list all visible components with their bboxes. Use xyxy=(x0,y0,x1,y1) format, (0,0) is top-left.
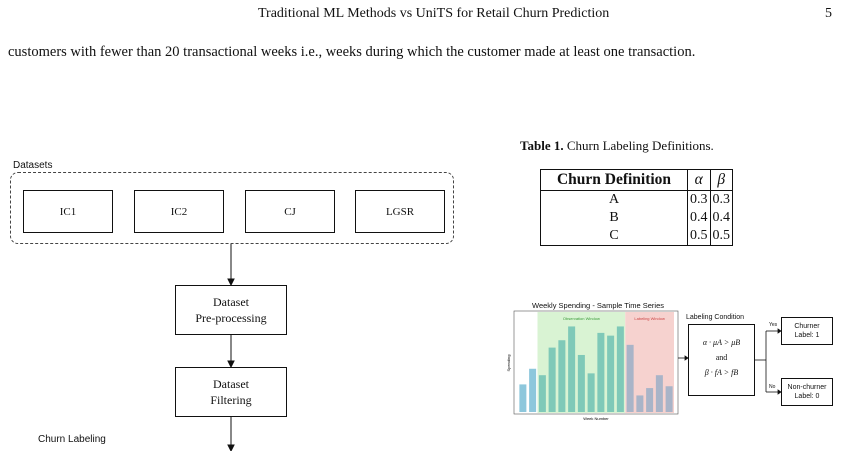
no-label: No xyxy=(769,384,776,390)
table-cell: 0.5 xyxy=(709,227,733,246)
spending-chart: Observation Window Labeling Window Spend… xyxy=(506,310,679,421)
bar-week-4 xyxy=(548,347,556,412)
bar-week-14 xyxy=(646,388,654,412)
table-cell: C xyxy=(540,227,688,246)
bar-week-5 xyxy=(558,340,566,412)
body-paragraph: customers with fewer than 20 transaction… xyxy=(8,44,696,60)
bar-week-1 xyxy=(519,384,527,412)
table-cell: 0.4 xyxy=(709,209,733,227)
bar-week-12 xyxy=(626,344,634,412)
table-header-beta: β xyxy=(709,169,733,191)
dataset-box-cj: CJ xyxy=(245,190,335,233)
x-axis-label: Week Number xyxy=(583,416,609,421)
datasets-group xyxy=(10,172,454,244)
figure-title: Weekly Spending - Sample Time Series xyxy=(532,301,665,310)
bar-week-11 xyxy=(616,326,624,412)
table-row: A 0.3 0.3 xyxy=(540,190,733,209)
table-cell: B xyxy=(540,209,688,227)
bar-week-9 xyxy=(597,332,605,412)
table-cell: A xyxy=(540,190,688,209)
dataset-box-lgsr: LGSR xyxy=(355,190,445,233)
running-title: Traditional ML Methods vs UniTS for Reta… xyxy=(258,6,610,21)
labeling-condition-title: Labeling Condition xyxy=(686,314,744,321)
table-row: B 0.4 0.4 xyxy=(540,209,733,227)
labeling-window-label: Labeling Window xyxy=(634,316,665,321)
page-number: 5 xyxy=(825,6,832,21)
bar-week-13 xyxy=(636,395,644,412)
bar-week-15 xyxy=(655,375,663,412)
table-caption: Table 1. Churn Labeling Definitions. xyxy=(520,138,714,153)
churn-definitions-table: Churn Definition α β A 0.3 0.3 B 0.4 0.4… xyxy=(540,169,733,246)
churn-labeling-label: Churn Labeling xyxy=(38,434,106,445)
table-cell: 0.3 xyxy=(687,190,711,209)
bar-week-8 xyxy=(587,373,595,412)
datasets-label: Datasets xyxy=(13,160,53,171)
bar-week-10 xyxy=(607,335,615,412)
bar-week-16 xyxy=(665,386,673,412)
bar-week-6 xyxy=(568,326,576,412)
y-axis-label: Spending xyxy=(506,355,511,372)
bar-week-2 xyxy=(529,368,537,412)
labeling-condition-box: α · μA > μB and β · fA > fB xyxy=(688,324,755,396)
table-row: C 0.5 0.5 xyxy=(540,227,733,246)
table-header-definition: Churn Definition xyxy=(540,169,688,191)
observation-window-label: Observation Window xyxy=(563,316,600,321)
bar-week-7 xyxy=(577,354,585,412)
dataset-box-ic2: IC2 xyxy=(134,190,224,233)
dataset-box-ic1: IC1 xyxy=(23,190,113,233)
yes-label: Yes xyxy=(769,322,778,328)
bar-week-3 xyxy=(538,375,546,412)
table-cell: 0.3 xyxy=(709,190,733,209)
table-cell: 0.5 xyxy=(687,227,711,246)
